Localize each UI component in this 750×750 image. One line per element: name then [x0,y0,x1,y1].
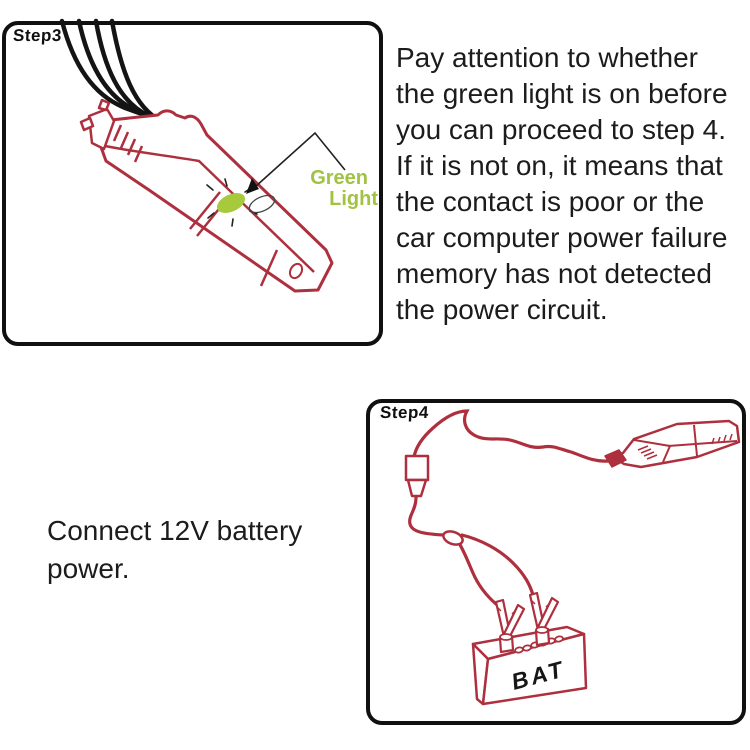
step4-note: Connect 12V battery power. [47,512,302,588]
note-line: power. [47,553,130,584]
note-line: the green light is on before [396,78,728,109]
step4-panel [366,399,746,725]
step3-label: Step3 [12,26,63,45]
step3-note: Pay attention to whether the green light… [396,40,728,328]
note-line: If it is not on, it means that [396,150,723,181]
green-light-label-line1: Green [310,167,368,189]
note-line: the contact is poor or the [396,186,705,217]
note-line: car computer power failure [396,222,728,253]
green-light-label: Green Light [296,168,378,210]
note-line: the power circuit. [396,294,608,325]
note-line: Connect 12V battery [47,515,303,546]
step4-label: Step4 [379,403,430,422]
note-line: memory has not detected [396,258,712,289]
note-line: Pay attention to whether [396,42,698,73]
note-line: you can proceed to step 4. [396,114,726,145]
green-light-label-line2: Light [329,188,378,210]
